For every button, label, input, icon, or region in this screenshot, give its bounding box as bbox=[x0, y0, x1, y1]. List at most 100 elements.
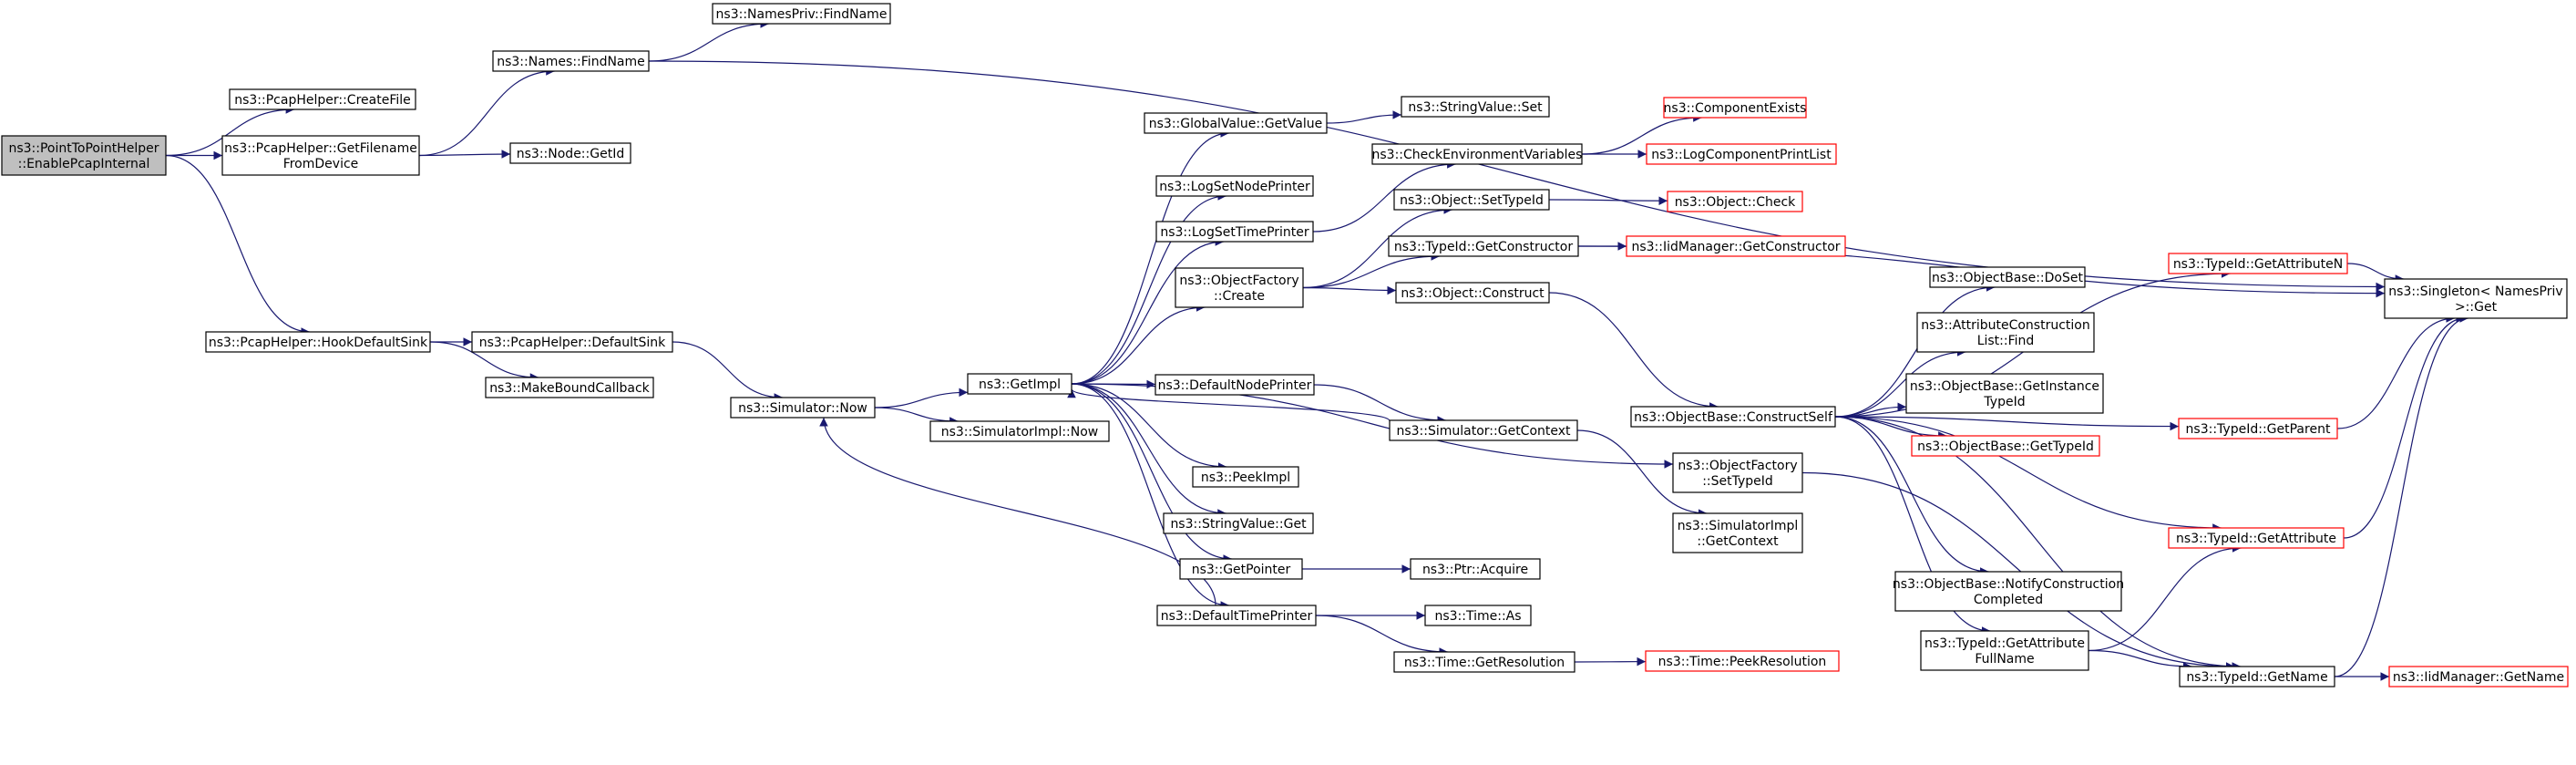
node-getpointer[interactable]: ns3::GetPointer bbox=[1179, 558, 1303, 580]
node-obj_check[interactable]: ns3::Object::Check bbox=[1667, 191, 1803, 212]
node-makebound[interactable]: ns3::MakeBoundCallback bbox=[485, 377, 654, 398]
node-tid_getattrn[interactable]: ns3::TypeId::GetAttributeN bbox=[2168, 253, 2348, 274]
node-box bbox=[1911, 435, 2100, 457]
edge-obj_construct-to-ob_constructself bbox=[1548, 292, 1719, 411]
edge-ob_constructself-to-tid_getattrfull bbox=[1834, 416, 1991, 636]
node-label-line: ns3::PcapHelper::GetFilename bbox=[224, 141, 417, 156]
node-sv_set[interactable]: ns3::StringValue::Set bbox=[1401, 96, 1550, 118]
edge-ob_constructself-to-tid_getparent bbox=[1834, 416, 2180, 431]
node-sim_now[interactable]: ns3::Simulator::Now bbox=[730, 397, 876, 419]
node-box bbox=[205, 331, 431, 353]
node-box bbox=[229, 88, 416, 110]
node-sv_get[interactable]: ns3::StringValue::Get bbox=[1163, 512, 1314, 534]
node-ob_constructself[interactable]: ns3::ObjectBase::ConstructSelf bbox=[1630, 406, 1836, 428]
node-simimpl_now[interactable]: ns3::SimulatorImpl::Now bbox=[929, 420, 1110, 442]
node-deftimeprinter[interactable]: ns3::DefaultTimePrinter bbox=[1156, 605, 1317, 626]
node-box bbox=[1672, 452, 1803, 493]
node-label-line: ns3::GlobalValue::GetValue bbox=[1149, 117, 1322, 131]
node-box bbox=[712, 3, 891, 25]
node-defnodeprinter[interactable]: ns3::DefaultNodePrinter bbox=[1155, 374, 1315, 396]
node-of_settypeid[interactable]: ns3::ObjectFactory::SetTypeId bbox=[1672, 452, 1803, 493]
node-label-line: ns3::ObjectFactory bbox=[1678, 459, 1797, 473]
node-logcompprint[interactable]: ns3::LogComponentPrintList bbox=[1646, 143, 1837, 165]
node-iid_getname[interactable]: ns3::IidManager::GetName bbox=[2388, 666, 2569, 687]
node-label-line: ns3::ObjectBase::GetInstance bbox=[1910, 379, 2099, 394]
node-ob_notify[interactable]: ns3::ObjectBase::NotifyConstructionCompl… bbox=[1893, 571, 2124, 612]
node-namespriv_find[interactable]: ns3::NamesPriv::FindName bbox=[712, 3, 891, 25]
node-peekimpl[interactable]: ns3::PeekImpl bbox=[1192, 466, 1299, 488]
node-label-line: ns3::Object::Check bbox=[1675, 195, 1796, 210]
edge-tid_getname-to-singleton_get bbox=[2334, 314, 2468, 677]
node-time_peekres[interactable]: ns3::Time::PeekResolution bbox=[1645, 650, 1840, 672]
node-node_getid[interactable]: ns3::Node::GetId bbox=[509, 142, 631, 164]
node-label-line: ns3::Names::FindName bbox=[497, 55, 645, 69]
node-checkenv[interactable]: ns3::CheckEnvironmentVariables bbox=[1371, 143, 1583, 165]
node-label-line: ns3::MakeBoundCallback bbox=[489, 381, 650, 396]
node-tid_getname[interactable]: ns3::TypeId::GetName bbox=[2179, 666, 2335, 687]
node-defaultsink[interactable]: ns3::PcapHelper::DefaultSink bbox=[471, 331, 673, 353]
node-label-line: ns3::StringValue::Set bbox=[1408, 100, 1543, 115]
node-label-line: ns3::Node::GetId bbox=[517, 147, 624, 161]
node-box bbox=[1393, 189, 1550, 211]
node-simimpl_getctx[interactable]: ns3::SimulatorImpl::GetContext bbox=[1672, 512, 1803, 553]
node-root[interactable]: ns3::PointToPointHelper::EnablePcapInter… bbox=[1, 135, 167, 176]
node-label-line: ns3::TypeId::GetAttribute bbox=[2176, 532, 2336, 546]
node-tid_getparent[interactable]: ns3::TypeId::GetParent bbox=[2178, 418, 2338, 439]
node-box bbox=[1393, 651, 1575, 673]
edge-of_create-to-obj_construct bbox=[1302, 285, 1397, 295]
node-box bbox=[1155, 175, 1314, 197]
node-hooksink[interactable]: ns3::PcapHelper::HookDefaultSink bbox=[205, 331, 431, 353]
edge-sim_now-to-simimpl_now bbox=[874, 407, 959, 426]
node-names_find[interactable]: ns3::Names::FindName bbox=[492, 50, 650, 72]
node-label-line: ns3::Object::SetTypeId bbox=[1400, 193, 1544, 208]
edge-ob_constructself-to-ob_doset bbox=[1834, 283, 1996, 418]
node-label-line: List::Find bbox=[1977, 334, 2035, 348]
node-singleton_get[interactable]: ns3::Singleton< NamesPriv>::Get bbox=[2384, 278, 2568, 319]
edge-root-to-hooksink bbox=[165, 154, 311, 336]
edge-getimpl-to-logsettime bbox=[1071, 237, 1225, 385]
node-sim_getcontext[interactable]: ns3::Simulator::GetContext bbox=[1389, 419, 1578, 441]
node-ptr_acquire[interactable]: ns3::Ptr::Acquire bbox=[1410, 558, 1541, 580]
node-label-line: ns3::IidManager::GetName bbox=[2393, 670, 2564, 685]
node-box bbox=[2388, 666, 2569, 687]
edge-tid_getparent-to-singleton_get bbox=[2336, 314, 2456, 429]
node-compexists[interactable]: ns3::ComponentExists bbox=[1663, 97, 1807, 119]
node-label-line: ns3::ComponentExists bbox=[1664, 101, 1807, 116]
node-box bbox=[485, 377, 654, 398]
edge-hooksink-to-makebound bbox=[429, 341, 539, 382]
node-iid_getctor[interactable]: ns3::IidManager::GetConstructor bbox=[1626, 235, 1846, 257]
node-label-line: ns3::Simulator::Now bbox=[738, 401, 867, 416]
node-ob_gettypeid[interactable]: ns3::ObjectBase::GetTypeId bbox=[1911, 435, 2100, 457]
node-getimpl[interactable]: ns3::GetImpl bbox=[967, 373, 1072, 395]
node-ob_doset[interactable]: ns3::ObjectBase::DoSet bbox=[1929, 266, 2086, 288]
edge-ob_constructself-to-tid_getattr bbox=[1834, 416, 2222, 532]
node-logsettime[interactable]: ns3::LogSetTimePrinter bbox=[1155, 221, 1314, 243]
edge-tid_getattrn-to-singleton_get bbox=[2346, 263, 2405, 284]
edge-getimpl-to-of_create bbox=[1071, 303, 1206, 385]
node-box bbox=[730, 397, 876, 419]
node-label-line: ns3::PcapHelper::CreateFile bbox=[234, 93, 411, 108]
node-createfile[interactable]: ns3::PcapHelper::CreateFile bbox=[229, 88, 416, 110]
node-tid_getctor[interactable]: ns3::TypeId::GetConstructor bbox=[1388, 235, 1579, 257]
node-time_getres[interactable]: ns3::Time::GetResolution bbox=[1393, 651, 1575, 673]
node-box bbox=[1144, 112, 1328, 134]
node-logsetnode[interactable]: ns3::LogSetNodePrinter bbox=[1155, 175, 1314, 197]
node-obj_construct[interactable]: ns3::Object::Construct bbox=[1395, 282, 1550, 304]
edge-deftimeprinter-to-time_getres bbox=[1315, 615, 1449, 656]
node-obj_settypeid[interactable]: ns3::Object::SetTypeId bbox=[1393, 189, 1550, 211]
node-tid_getattr[interactable]: ns3::TypeId::GetAttribute bbox=[2168, 527, 2345, 549]
node-box bbox=[2168, 527, 2345, 549]
node-label-line: ns3::Time::GetResolution bbox=[1404, 656, 1565, 670]
node-label-line: ns3::ObjectFactory bbox=[1179, 274, 1298, 288]
node-of_create[interactable]: ns3::ObjectFactory::Create bbox=[1175, 267, 1304, 308]
node-box bbox=[1, 135, 167, 176]
node-time_as[interactable]: ns3::Time::As bbox=[1424, 605, 1532, 626]
node-gv_getvalue[interactable]: ns3::GlobalValue::GetValue bbox=[1144, 112, 1328, 134]
node-box bbox=[1389, 419, 1578, 441]
node-label-line: FullName bbox=[1975, 652, 2034, 667]
node-box bbox=[1929, 266, 2086, 288]
